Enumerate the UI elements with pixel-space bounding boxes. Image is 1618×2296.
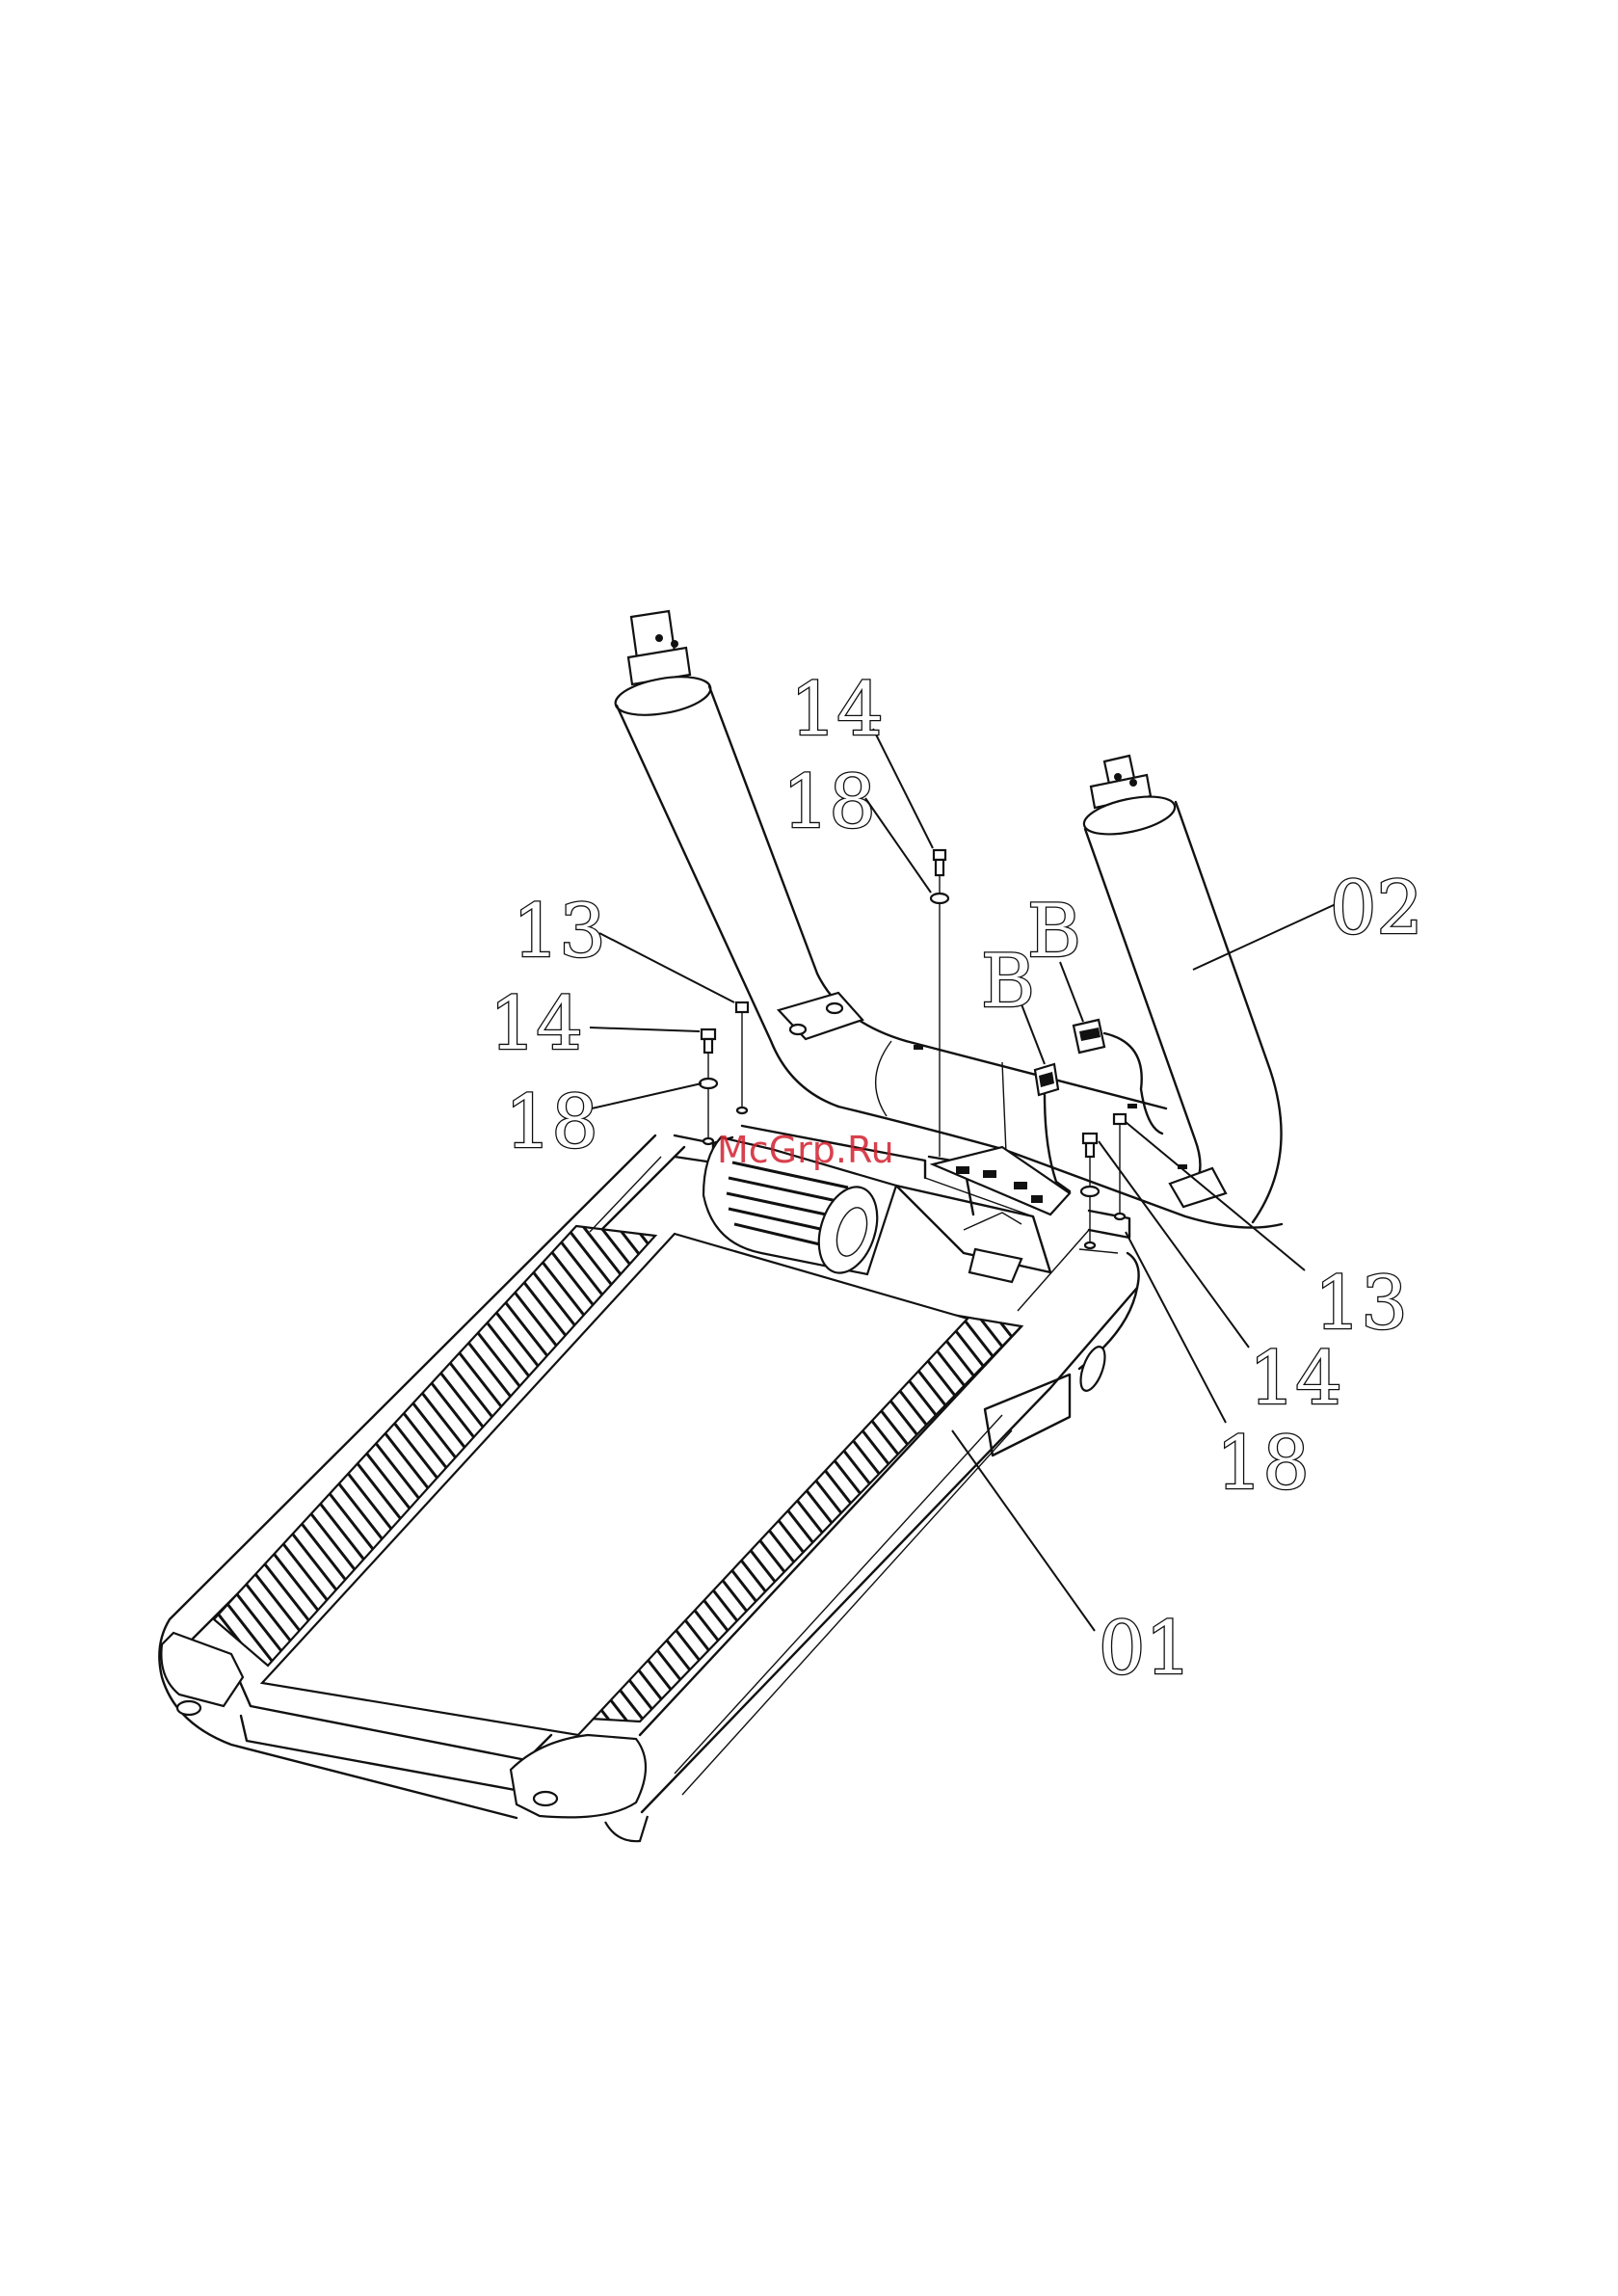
callout-washer-right: 18 xyxy=(1216,1420,1310,1506)
callout-connector-lower: B xyxy=(981,938,1035,1024)
callout-bolt-top: 14 xyxy=(790,666,884,752)
washer-icon xyxy=(931,894,948,903)
callout-base-frame: 01 xyxy=(1099,1605,1192,1691)
bolt-icon xyxy=(736,1002,748,1108)
watermark: McGrp.Ru xyxy=(717,1129,894,1171)
callout-screw-right: 13 xyxy=(1314,1260,1408,1346)
callout-washer-top: 18 xyxy=(782,759,876,844)
treadmill-base-icon xyxy=(159,1135,1138,1841)
callout-bolt-right: 14 xyxy=(1249,1335,1342,1421)
washer-icon xyxy=(1081,1187,1125,1248)
callout-upright-right: 02 xyxy=(1330,865,1423,950)
cable-connector-icon xyxy=(1035,1020,1162,1191)
callout-washer-left: 18 xyxy=(505,1079,598,1164)
callout-bolt-left: 14 xyxy=(490,980,583,1066)
callout-screw-left: 13 xyxy=(513,888,606,974)
right-upright-tube-icon xyxy=(1081,756,1282,1222)
callout-connector-upper: B xyxy=(1027,888,1081,974)
